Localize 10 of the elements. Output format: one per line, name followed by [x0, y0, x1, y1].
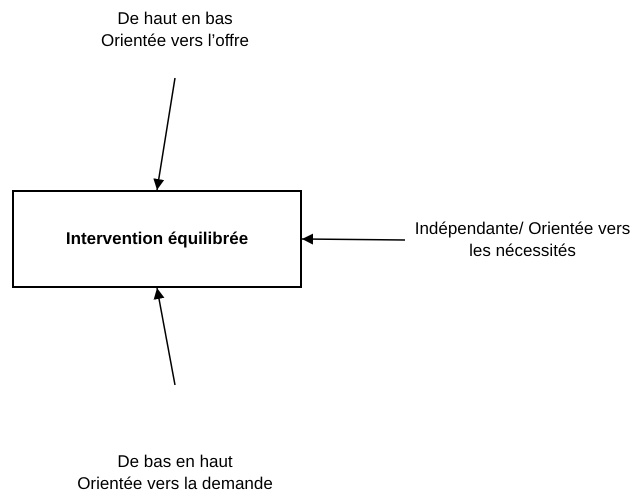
- node-label: De haut en bas: [116, 8, 234, 30]
- arrow: [154, 288, 176, 386]
- node-label: De bas en haut: [116, 450, 234, 473]
- node-label: Orientée vers la demande: [76, 472, 274, 495]
- node-label: Indépendante/ Orientée vers les nécessités: [414, 218, 632, 262]
- arrow: [302, 234, 405, 245]
- arrow: [153, 78, 176, 190]
- process-box: [12, 190, 302, 288]
- box-label: Intervention équilibrée: [66, 228, 248, 250]
- node-label: Orientée vers l’offre: [100, 30, 250, 52]
